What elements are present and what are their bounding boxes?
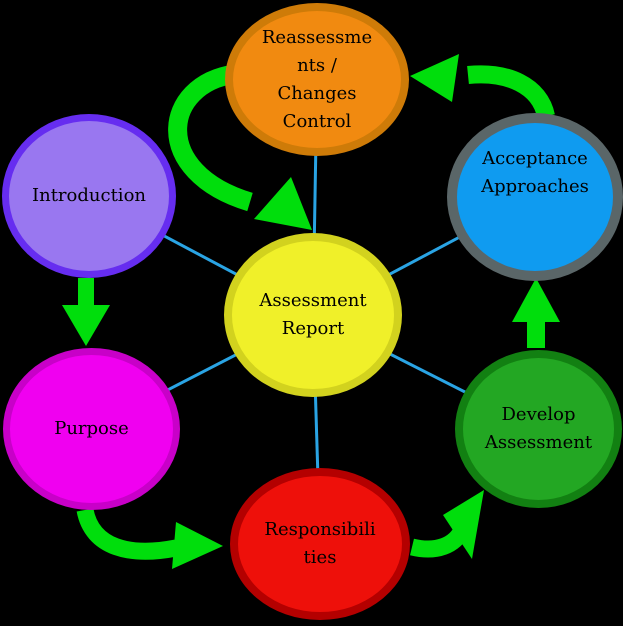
node-label-line: Introduction [32, 185, 146, 206]
arrow-responsibilities-to-develop [410, 490, 484, 559]
node-label-line: Develop [501, 404, 576, 425]
arrow-shaft [410, 525, 470, 558]
arrowhead-up-right-icon [443, 490, 484, 559]
node-label-line: Assessment [259, 290, 367, 311]
node-label-line: Approaches [481, 176, 589, 197]
node-label-line: Report [281, 318, 345, 339]
arrow-shaft [168, 64, 253, 212]
arrow-introduction-to-purpose [62, 278, 110, 346]
node-develop-assessment: Develop Assessment [455, 350, 622, 508]
arrowhead-down-icon [62, 305, 110, 346]
node-purpose: Purpose [3, 348, 180, 510]
node-introduction: Introduction [2, 114, 176, 278]
node-label-line: nts / [297, 54, 337, 76]
arrowhead-up-icon [512, 278, 560, 322]
arrow-develop-to-acceptance [512, 278, 560, 348]
node-acceptance-approaches: Acceptance Approaches [447, 113, 623, 281]
node-label-line: Control [282, 110, 352, 132]
node-label-line: Changes [277, 82, 357, 104]
arrowhead-down-right-icon [254, 177, 312, 230]
cycle-arrows [62, 54, 560, 569]
arrow-shaft [467, 65, 555, 119]
node-label-line: ties [303, 547, 337, 568]
node-label-line: Purpose [54, 418, 129, 439]
arrow-reassessments-to-report [168, 64, 312, 230]
node-label-line: Responsibili [264, 519, 376, 540]
node-responsibilities: Responsibili ties [230, 468, 410, 620]
node-label-line: Acceptance [482, 148, 588, 169]
node-reassessments-changes-control: Reassessme nts / Changes Control [225, 3, 409, 156]
node-label-line: Assessment [484, 432, 593, 453]
arrow-purpose-to-responsibilities [76, 507, 223, 569]
arrowhead-left-icon [410, 54, 459, 102]
arrow-acceptance-to-reassessments [410, 54, 555, 119]
node-assessment-report: Assessment Report [224, 233, 402, 397]
node-label-line: Reassessme [261, 26, 373, 48]
arrow-shaft [76, 507, 178, 560]
arrowhead-right-icon [172, 522, 223, 569]
